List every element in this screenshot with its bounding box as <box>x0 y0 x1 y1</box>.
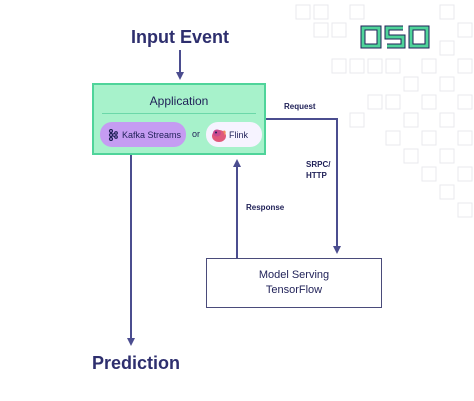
application-divider <box>102 113 256 114</box>
application-box: Application Kafka Streams or Flink <box>92 83 266 155</box>
flink-label: Flink <box>229 129 249 140</box>
request-label: Request <box>284 102 316 111</box>
model-serving-line1: Model Serving <box>258 269 330 281</box>
kafka-icon <box>108 128 118 141</box>
flink-squirrel-icon <box>212 129 226 142</box>
protocol-label-line2: HTTP <box>306 171 327 180</box>
or-connector-text: or <box>192 129 201 139</box>
application-label: Application <box>149 94 209 108</box>
oso-logo <box>360 25 430 49</box>
protocol-label-line1: SRPC/ <box>306 160 331 169</box>
kafka-streams-label: Kafka Streams <box>122 129 182 140</box>
flink-pill: Flink <box>206 122 262 147</box>
prediction-title: Prediction <box>92 353 181 373</box>
response-label: Response <box>246 203 285 212</box>
model-serving-box: Model Serving TensorFlow <box>206 258 382 308</box>
input-event-title: Input Event <box>131 27 229 47</box>
model-serving-line2: TensorFlow <box>265 284 323 296</box>
request-arrow <box>266 118 341 254</box>
kafka-streams-pill: Kafka Streams <box>100 122 186 147</box>
